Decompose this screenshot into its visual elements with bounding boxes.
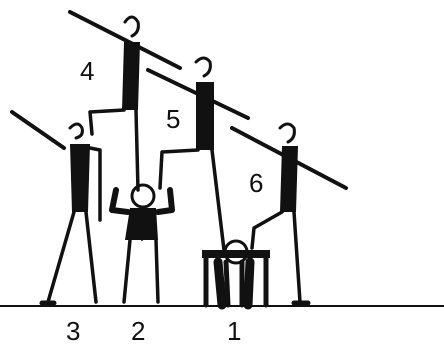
person-6-head (280, 124, 294, 142)
person-6-torso (280, 146, 298, 212)
person-2-legs (124, 240, 158, 302)
person-1-legs (226, 262, 242, 305)
person-5-head (196, 58, 210, 76)
person-4-torso (122, 42, 140, 110)
person-3-torso (70, 144, 90, 212)
stool-seat (202, 250, 270, 258)
person-3-figure (12, 112, 100, 303)
person-2-head (132, 185, 154, 207)
person-1-body (218, 262, 250, 305)
person-5-torso (196, 82, 214, 150)
label-person-6: 6 (249, 168, 263, 198)
person-2-figure (112, 185, 172, 302)
label-person-3: 3 (66, 316, 80, 345)
person-4-head (125, 17, 138, 36)
person-5-figure (148, 58, 248, 250)
label-person-2: 2 (131, 316, 145, 345)
label-person-4: 4 (80, 56, 94, 86)
person-3-legs (48, 212, 96, 302)
person-1-figure (202, 241, 270, 305)
label-person-5: 5 (166, 104, 180, 134)
person-3-head (70, 124, 82, 138)
person-3-support-arm (90, 148, 100, 220)
label-person-1: 1 (227, 316, 241, 345)
person-3-arm (12, 112, 64, 148)
